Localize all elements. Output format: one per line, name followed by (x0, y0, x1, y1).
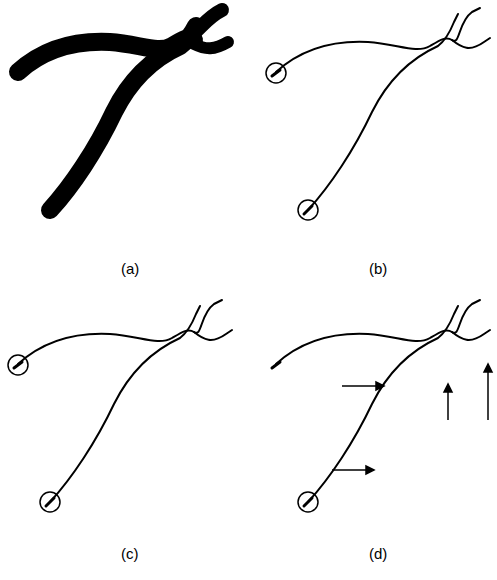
skeleton-b (266, 8, 490, 220)
skeleton-c (8, 300, 232, 512)
pliers-silhouette (18, 10, 228, 210)
panel-label: (d) (369, 545, 387, 562)
skeleton-d (272, 300, 492, 512)
panel-label: (b) (369, 260, 387, 277)
panel-label: (c) (121, 545, 139, 562)
panel-label: (a) (121, 260, 139, 277)
